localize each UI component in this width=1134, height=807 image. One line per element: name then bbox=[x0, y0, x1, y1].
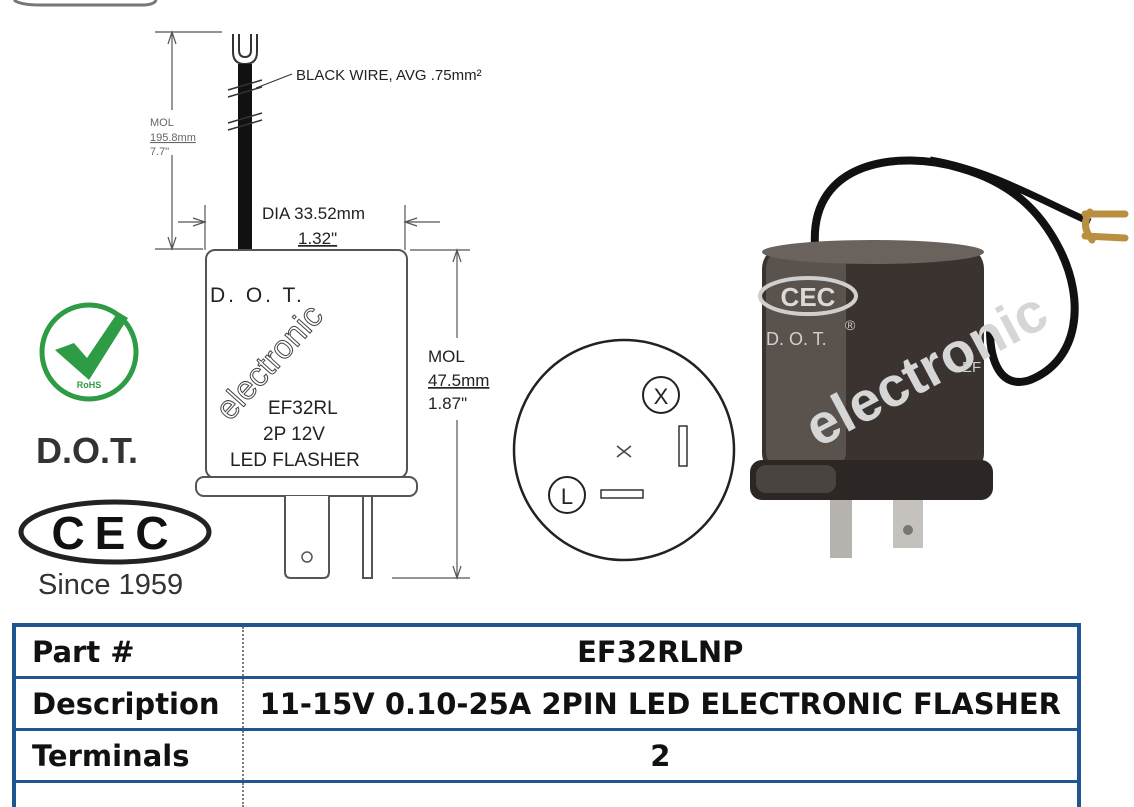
photo-spade-terminal bbox=[1085, 212, 1125, 240]
cropped-cell bbox=[243, 782, 1079, 807]
spec-table: Part # EF32RLNP Description 11-15V 0.10-… bbox=[12, 623, 1081, 807]
dot-mark: D.O.T. bbox=[36, 430, 138, 471]
diameter-inches: 1.32" bbox=[298, 229, 337, 248]
wire-label-leader bbox=[256, 74, 292, 88]
rohs-label: RoHS bbox=[77, 380, 102, 390]
terminal-pin-left bbox=[285, 496, 329, 578]
terminals-value: 2 bbox=[243, 730, 1079, 782]
height-mol: MOL bbox=[428, 347, 465, 366]
cec-logo-icon: CEC bbox=[21, 502, 209, 562]
terminal-pin-right bbox=[363, 496, 372, 578]
table-row: Terminals 2 bbox=[14, 730, 1079, 782]
height-mm: 47.5mm bbox=[428, 371, 489, 390]
part-number-label: Part # bbox=[14, 625, 243, 678]
wire-length-inches: 7.7" bbox=[150, 146, 169, 158]
table-row: Part # EF32RLNP bbox=[14, 625, 1079, 678]
table-row-cropped bbox=[14, 782, 1079, 807]
description-label: Description bbox=[14, 678, 243, 730]
body-brand-line: D. O. T. bbox=[210, 284, 305, 307]
photo-side-text: EF bbox=[962, 359, 981, 376]
wire-length-mol: MOL bbox=[150, 117, 174, 129]
height-inches: 1.87" bbox=[428, 394, 467, 413]
wire-length-mm: 195.8mm bbox=[150, 132, 196, 144]
body-type: LED FLASHER bbox=[230, 450, 360, 471]
cropped-top-element bbox=[14, 0, 156, 5]
spade-terminal-icon bbox=[233, 34, 257, 64]
body-model: EF32RL bbox=[268, 398, 338, 419]
terminals-label: Terminals bbox=[14, 730, 243, 782]
rohs-badge-icon: RoHS bbox=[42, 305, 136, 399]
flasher-base-flange bbox=[196, 477, 417, 496]
photo-cap-logo: CEC bbox=[781, 282, 836, 312]
photo-cap-reg: ® bbox=[845, 317, 856, 333]
terminal-bottom-view bbox=[514, 340, 734, 560]
cec-logo-text: CEC bbox=[51, 507, 178, 559]
since-text: Since 1959 bbox=[38, 569, 183, 600]
part-number-value: EF32RLNP bbox=[243, 625, 1079, 678]
diameter-label: DIA 33.52mm bbox=[262, 204, 365, 223]
cropped-cell bbox=[14, 782, 243, 807]
photo-cap-dot: D. O. T. bbox=[766, 329, 827, 349]
terminal-l-label: L bbox=[561, 484, 573, 509]
product-drawing: MOL 195.8mm 7.7" BLACK WIRE, AVG .75mm² … bbox=[0, 0, 1134, 600]
wire-label: BLACK WIRE, AVG .75mm² bbox=[296, 67, 482, 84]
table-row: Description 11-15V 0.10-25A 2PIN LED ELE… bbox=[14, 678, 1079, 730]
description-value: 11-15V 0.10-25A 2PIN LED ELECTRONIC FLAS… bbox=[243, 678, 1079, 730]
terminal-x-label: X bbox=[654, 384, 669, 409]
body-spec: 2P 12V bbox=[263, 424, 325, 445]
